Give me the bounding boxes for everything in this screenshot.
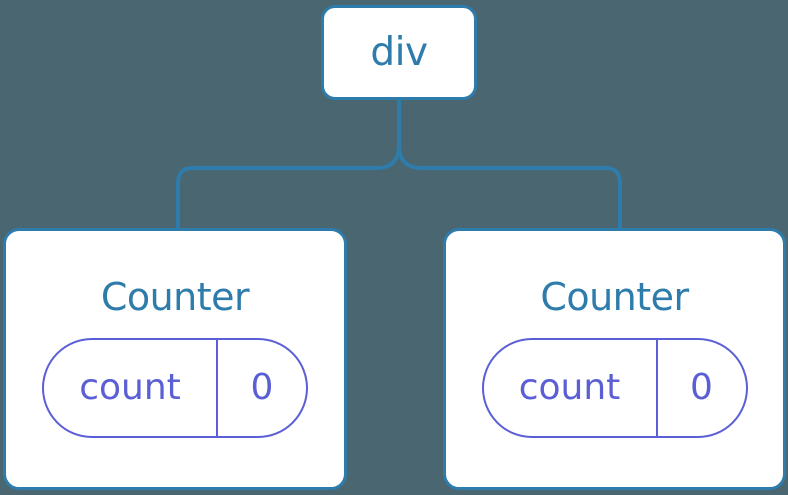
state-value-2: 0: [690, 367, 713, 408]
node-counter-1-label: Counter: [100, 275, 250, 319]
node-div-label: div: [370, 30, 428, 75]
node-counter-2-label: Counter: [540, 275, 689, 319]
node-div[interactable]: div: [321, 5, 477, 100]
state-pill-1[interactable]: count 0: [42, 338, 308, 438]
state-key-2: count: [484, 340, 658, 436]
state-key-1: count: [44, 340, 218, 436]
state-value-1: 0: [250, 367, 274, 408]
state-pill-2[interactable]: count 0: [481, 338, 748, 438]
node-counter-2[interactable]: Counter count 0: [443, 228, 786, 490]
node-counter-1[interactable]: Counter count 0: [3, 228, 347, 490]
